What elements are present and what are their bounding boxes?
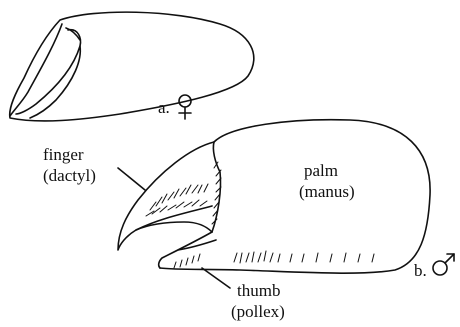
thumb-label: thumb: [237, 281, 280, 300]
female-claw-label: a.: [158, 98, 170, 117]
female-claw-outline: [10, 12, 254, 121]
male-claw-palm-outline: [160, 120, 430, 273]
thumb-leader-line: [202, 268, 230, 288]
thumb-latin-label: (pollex): [231, 302, 285, 321]
finger-label: finger: [43, 145, 84, 164]
finger-setae: [146, 184, 208, 216]
finger-leader-line: [118, 168, 145, 190]
male-symbol-icon: [433, 254, 454, 275]
palm-latin-label: (manus): [299, 182, 355, 201]
thumb-setae: [174, 254, 200, 268]
female-claw-finger: [16, 30, 81, 114]
female-claw-gape: [30, 46, 80, 118]
female-symbol-icon: [179, 95, 191, 119]
female-claw: [10, 12, 254, 121]
male-claw-palm-front: [212, 142, 221, 232]
lower-palm-setae: [234, 251, 374, 263]
male-claw-thumb: [159, 232, 212, 268]
male-claw-finger-curve: [136, 222, 212, 232]
male-claw-label: b.: [414, 261, 427, 280]
finger-latin-label: (dactyl): [43, 166, 96, 185]
male-claw: [118, 120, 430, 288]
palm-label: palm: [304, 161, 338, 180]
male-claw-thumb-edge: [178, 240, 216, 250]
